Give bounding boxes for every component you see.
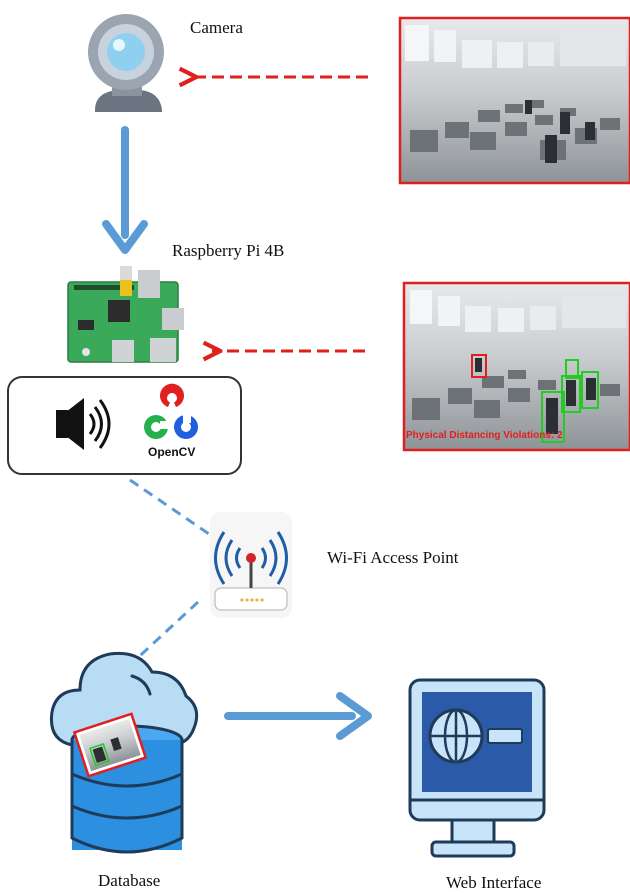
camera-icon bbox=[88, 14, 164, 112]
classroom-image-raw bbox=[398, 16, 630, 185]
opencv-label: OpenCV bbox=[148, 445, 195, 459]
web-interface-label: Web Interface bbox=[446, 873, 542, 892]
speaker-icon bbox=[56, 398, 111, 450]
raspberry-pi-board-icon bbox=[67, 266, 184, 363]
flow-arrow-camera-to-pi bbox=[102, 126, 148, 254]
wifi-router-icon bbox=[210, 512, 292, 618]
software-panel bbox=[7, 376, 242, 475]
database-label: Database bbox=[98, 871, 161, 890]
monitor-icon bbox=[408, 678, 546, 858]
wireless-link-ap-to-db bbox=[128, 600, 200, 667]
raspberry-pi-label: Raspberry Pi 4B bbox=[172, 241, 285, 260]
flow-arrow-db-to-web bbox=[224, 692, 372, 740]
detection-overlay-text: Physical Distancing Violations: 2 bbox=[406, 430, 563, 441]
camera-label: Camera bbox=[190, 18, 243, 37]
wireless-link-pi-to-ap bbox=[129, 478, 213, 538]
classroom-image-detections: Physical Distancing Violations: 2 bbox=[402, 281, 630, 452]
opencv-logo-icon: OpenCV bbox=[144, 383, 198, 459]
database-snapshot-image bbox=[72, 712, 148, 778]
cloud-database-icon bbox=[49, 651, 199, 854]
wifi-access-point-label: Wi-Fi Access Point bbox=[327, 548, 459, 567]
